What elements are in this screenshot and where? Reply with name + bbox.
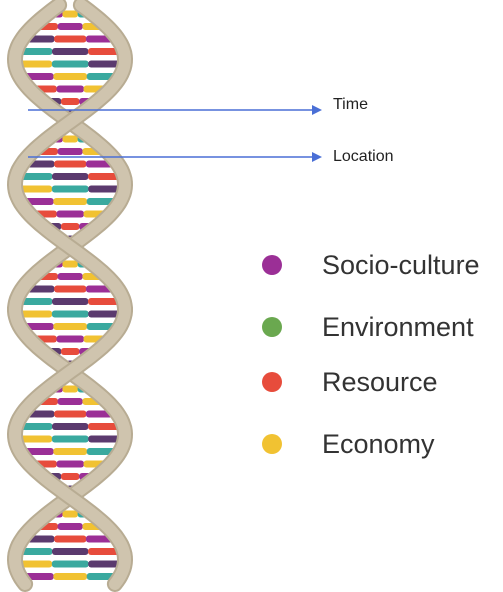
base-pair-segment [53, 198, 88, 205]
base-pair-segment [51, 310, 89, 318]
base-pair-segment [52, 298, 89, 305]
base-pair-segment [62, 135, 79, 143]
legend-label: Resource [322, 366, 438, 397]
base-pair-segment [15, 60, 53, 68]
base-pair-segment [54, 285, 87, 293]
base-pair-segment [88, 185, 126, 193]
base-pair-segment [51, 435, 89, 443]
base-pair-segment [15, 185, 53, 193]
environment-dot-icon [262, 317, 282, 337]
base-pair-segment [52, 423, 89, 430]
base-pair-segment [53, 73, 88, 80]
legend-label: Economy [322, 428, 435, 459]
base-pair-segment [54, 535, 87, 543]
helix-strands [6, 0, 134, 592]
base-pair-segment [52, 48, 89, 55]
base-pair-segment [57, 23, 83, 30]
base-pair-segment [15, 560, 53, 568]
base-pair-segment [15, 435, 53, 443]
legend-label: Socio-culture [322, 249, 480, 280]
base-pair-segment [60, 98, 80, 105]
time-arrow [28, 105, 322, 115]
base-pair-segment [52, 548, 89, 555]
helix-strand-back [8, 0, 132, 590]
base-pair-segment [53, 448, 88, 455]
base-pair-segment [15, 310, 53, 318]
base-pair-segment [60, 348, 80, 355]
base-pair-segment [53, 323, 88, 330]
base-pair-segment [62, 510, 79, 518]
base-pair-segment [54, 160, 87, 168]
base-pair-segment [62, 385, 79, 393]
base-pair-segment [57, 273, 83, 280]
base-pair-segment [54, 35, 87, 43]
legend-item-economy: Economy [262, 424, 435, 464]
base-pair-segment [60, 223, 80, 230]
base-pair-segment [56, 210, 85, 218]
helix-strand-front [8, 0, 132, 590]
location-label: Location [333, 148, 394, 165]
base-pair-segment [51, 185, 89, 193]
location-arrow [28, 152, 322, 162]
legend-item-environment: Environment [262, 307, 474, 347]
resource-dot-icon [262, 372, 282, 392]
socio-culture-dot-icon [262, 255, 282, 275]
base-pair-segment [62, 260, 79, 268]
legend-item-resource: Resource [262, 362, 438, 402]
base-pair-segment [56, 85, 85, 93]
economy-dot-icon [262, 434, 282, 454]
base-pair-segment [88, 60, 126, 68]
base-pair-segment [60, 473, 80, 480]
time-label: Time [333, 96, 368, 113]
base-pair-segment [57, 398, 83, 405]
base-pair-segment [62, 10, 79, 18]
base-pair-segment [51, 60, 89, 68]
legend-item-socio-culture: Socio-culture [262, 245, 480, 285]
legend-label: Environment [322, 311, 474, 342]
base-pair-segment [57, 523, 83, 530]
base-pair-segment [57, 148, 83, 155]
base-pair-segment [88, 310, 126, 318]
base-pair-segment [56, 335, 85, 343]
pointer-arrows [28, 105, 322, 162]
base-pair-segment [52, 173, 89, 180]
base-pair-segment [53, 573, 88, 580]
base-pair-segment [54, 410, 87, 418]
base-pair-segment [51, 560, 89, 568]
base-pair-segment [88, 560, 126, 568]
base-pair-segment [88, 435, 126, 443]
base-pair-segment [56, 460, 85, 468]
